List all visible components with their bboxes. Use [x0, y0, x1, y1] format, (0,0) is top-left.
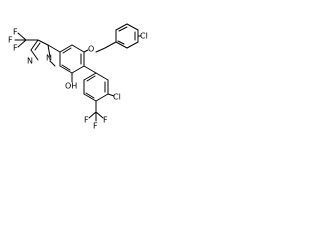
- cf3-right-group: [88, 111, 104, 122]
- structure-svg: Cl O OH Cl F F F N N F F F: [8, 23, 148, 131]
- molecule-drawing: Cl O OH Cl F F F N N F F F: [0, 0, 152, 152]
- atom-f-right-b: F: [103, 116, 108, 125]
- cf3-left-group: [14, 32, 27, 48]
- atom-cl-right: Cl: [113, 93, 121, 102]
- atom-f-left-a: F: [13, 28, 18, 37]
- chloro-cf3-phenyl-ring: [83, 72, 109, 102]
- atom-f-right-c: F: [93, 122, 98, 131]
- bond-ring-o: [83, 49, 89, 53]
- atom-oh: OH: [65, 82, 77, 91]
- atom-n-ring: N: [46, 54, 52, 63]
- bond-ring-pyrazole: [47, 44, 61, 53]
- atom-o-ether: O: [88, 45, 94, 54]
- bond-cl-right: [107, 93, 115, 97]
- bond-n-methyl: [49, 60, 56, 67]
- bond-biaryl: [83, 65, 97, 74]
- chlorophenyl-ring-top: [115, 23, 139, 49]
- atom-n-ring-2: N: [27, 57, 33, 66]
- atom-f-left-c: F: [8, 36, 13, 45]
- atom-f-left-b: F: [13, 44, 18, 53]
- bond-ch2-o: [95, 47, 106, 53]
- atom-cl-top: Cl: [140, 32, 148, 41]
- pyrazole-ring: [30, 39, 51, 61]
- atom-f-right-a: F: [84, 116, 89, 125]
- bond-benzyl: [104, 41, 117, 49]
- central-phenol-ring: [59, 44, 85, 74]
